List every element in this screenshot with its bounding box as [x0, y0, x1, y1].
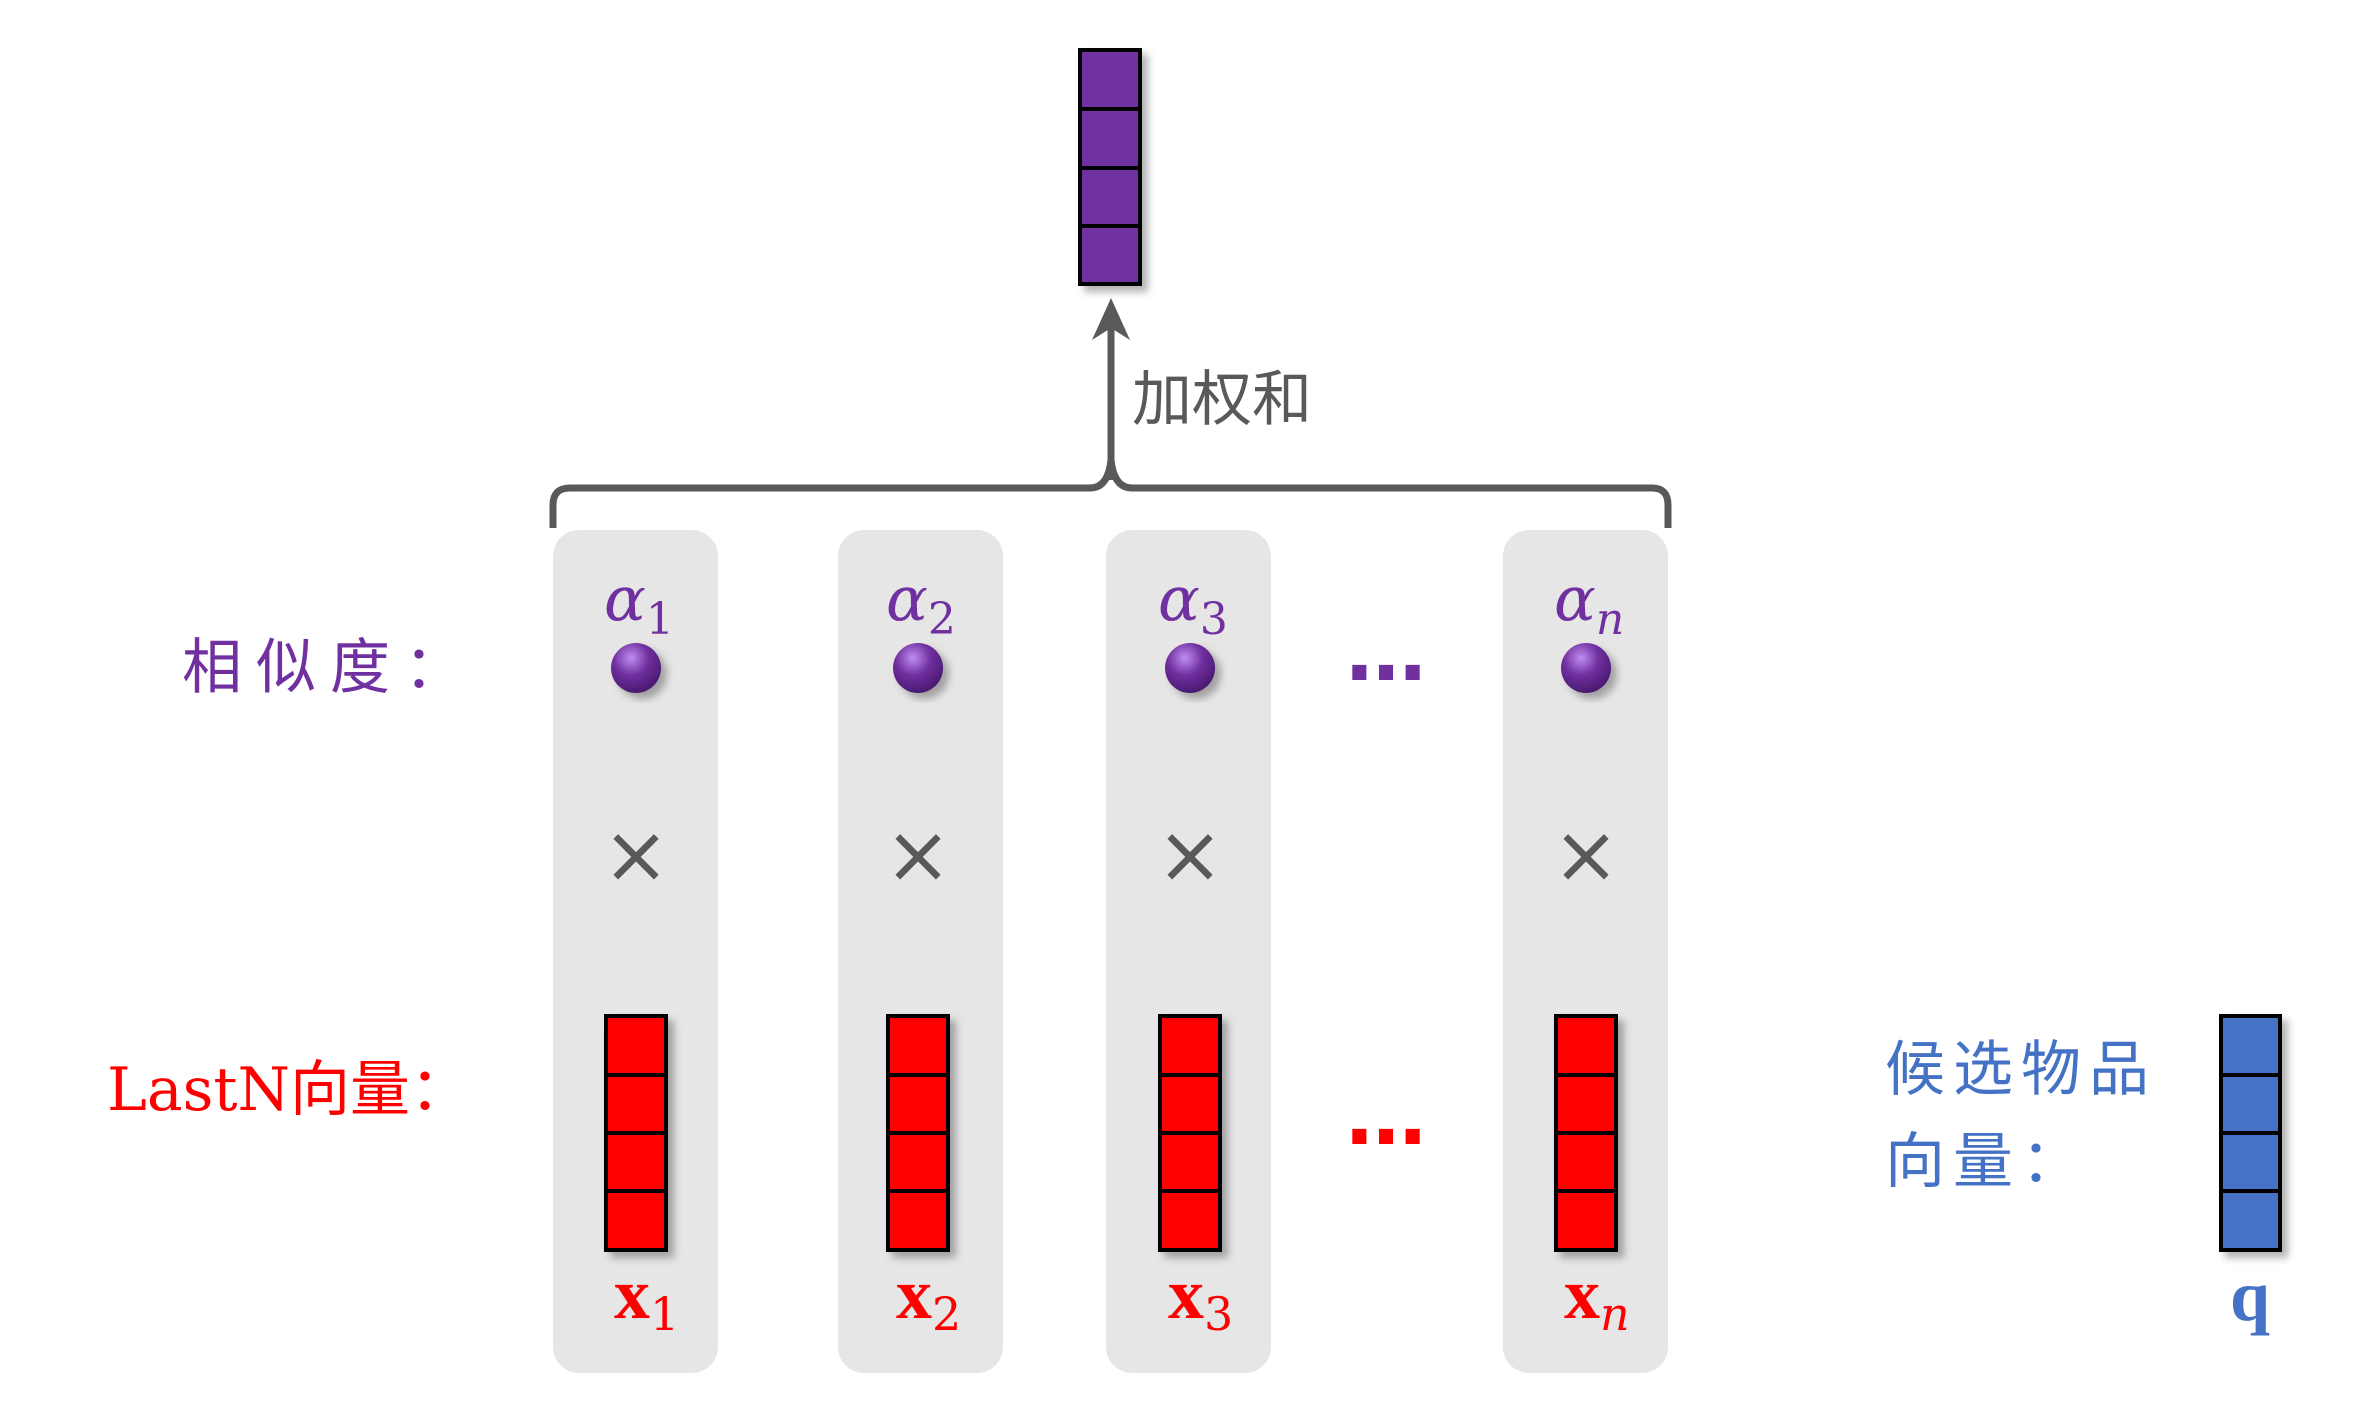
alpha-label: α1: [604, 562, 674, 645]
alpha-label: α3: [1158, 562, 1228, 645]
panel-2: [838, 530, 1003, 1373]
lastn-vector: [1158, 1014, 1222, 1252]
similarity-ball: [893, 643, 943, 693]
similarity-ball: [611, 643, 661, 693]
column-2: α2 × x2: [884, 562, 961, 1341]
column-4: αn × xn: [1552, 562, 1629, 1341]
vector-ellipsis: …: [1346, 1070, 1426, 1163]
multiply-icon: ×: [602, 808, 669, 901]
similarity-ball: [1561, 643, 1611, 693]
panel-n: [1503, 530, 1668, 1373]
column-panels: [553, 530, 1668, 1373]
brace: [549, 459, 1672, 528]
x-label: x1: [614, 1254, 679, 1341]
multiply-icon: ×: [1156, 808, 1223, 901]
weighted-sum-label: 加权和: [1132, 365, 1312, 435]
x-label: xn: [1564, 1254, 1630, 1341]
lastn-vector: [886, 1014, 950, 1252]
multiply-icon: ×: [884, 808, 951, 901]
similarity-ellipsis: …: [1346, 606, 1426, 699]
alpha-label: α2: [886, 562, 956, 645]
candidate-label-line1: 候选物品: [1885, 1035, 2157, 1105]
similarity-label: 相似度：: [182, 633, 478, 703]
alpha-label: αn: [1554, 562, 1624, 645]
query-label: q: [2230, 1256, 2270, 1336]
column-3: α3 × x3: [1156, 562, 1233, 1341]
lastn-vector: [604, 1014, 668, 1252]
multiply-icon: ×: [1552, 808, 1619, 901]
up-arrow-icon: [1092, 298, 1130, 480]
panel-1: [553, 530, 718, 1373]
lastn-vectors-label: LastN向量：: [107, 1055, 470, 1125]
candidate-label-line2: 向量：: [1885, 1127, 2089, 1197]
x-label: x2: [896, 1254, 961, 1341]
output-vector: [1078, 48, 1142, 286]
panel-3: [1106, 530, 1271, 1373]
similarity-ball: [1165, 643, 1215, 693]
query-vector: [2219, 1014, 2282, 1252]
lastn-vector: [1554, 1014, 1618, 1252]
column-1: α1 × x1: [602, 562, 679, 1341]
x-label: x3: [1168, 1254, 1233, 1341]
